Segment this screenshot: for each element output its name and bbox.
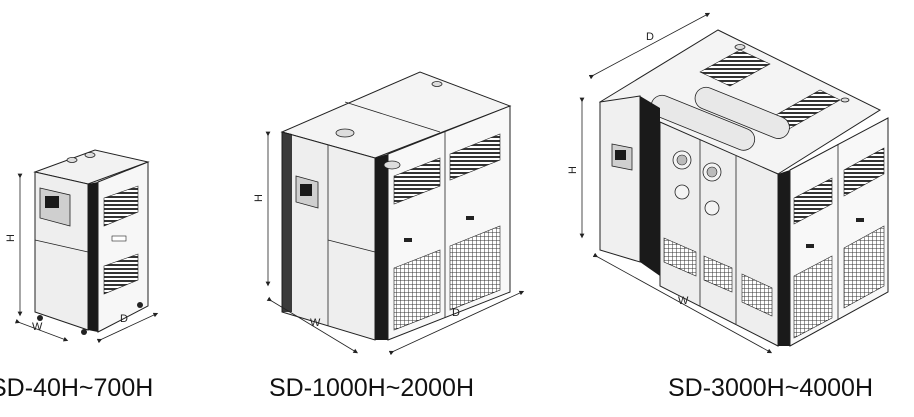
- dim-label-width-3: W: [678, 295, 689, 307]
- dim-label-width-1: W: [32, 321, 43, 333]
- unit-medium: H W D: [253, 71, 525, 356]
- model-caption-medium: SD-1000H~2000H: [269, 374, 474, 402]
- model-caption-large: SD-3000H~4000H: [668, 374, 873, 402]
- dim-label-depth-1: D: [120, 313, 128, 325]
- unit-small: H W D: [5, 149, 159, 344]
- dim-label-height-3: H: [567, 166, 579, 174]
- dim-label-height-1: H: [5, 234, 17, 242]
- dim-label-height-2: H: [253, 194, 265, 202]
- dim-label-width-2: W: [310, 317, 321, 329]
- dim-label-depth-3: D: [646, 31, 654, 43]
- model-caption-small: SD-40H~700H: [0, 374, 154, 402]
- unit-large: H D W: [567, 12, 889, 354]
- dim-label-depth-2: D: [452, 307, 460, 319]
